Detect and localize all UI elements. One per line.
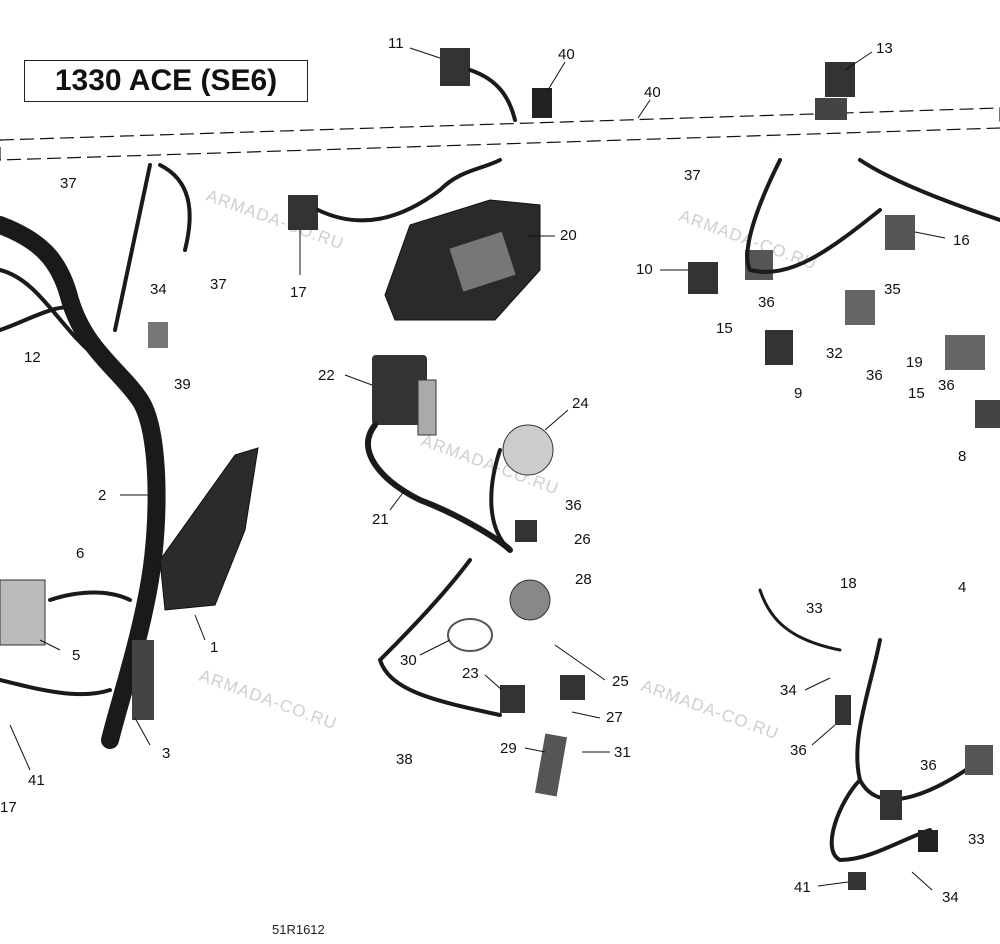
callout-6: 6 — [76, 545, 84, 562]
callout-labels: 11 40 40 13 37 20 37 10 16 17 37 34 35 1… — [0, 35, 985, 906]
callout-34: 34 — [150, 281, 167, 298]
callout-17: 17 — [0, 799, 17, 816]
callout-28: 28 — [575, 571, 592, 588]
callout-35: 35 — [884, 281, 901, 298]
callout-40: 40 — [644, 84, 661, 101]
callout-25: 25 — [612, 673, 629, 690]
callout-34: 34 — [780, 682, 797, 699]
callout-10: 10 — [636, 261, 653, 278]
callout-18: 18 — [840, 575, 857, 592]
callout-9: 9 — [794, 385, 802, 402]
harness-21 — [365, 422, 513, 717]
callout-12: 12 — [24, 349, 41, 366]
callout-8: 8 — [958, 448, 966, 465]
callout-19: 19 — [906, 354, 923, 371]
callout-40: 40 — [558, 46, 575, 63]
callout-13: 13 — [876, 40, 893, 57]
callout-36: 36 — [565, 497, 582, 514]
callout-26: 26 — [574, 531, 591, 548]
callout-15: 15 — [908, 385, 925, 402]
callout-34: 34 — [942, 889, 959, 906]
connectors — [0, 48, 1000, 890]
callout-33: 33 — [806, 600, 823, 617]
figure-code: 51R1612 — [272, 922, 325, 937]
callout-37: 37 — [60, 175, 77, 192]
sensor-24 — [502, 424, 554, 476]
callout-36: 36 — [938, 377, 955, 394]
callout-36: 36 — [758, 294, 775, 311]
callout-36: 36 — [920, 757, 937, 774]
callout-15: 15 — [716, 320, 733, 337]
frame-rail — [0, 107, 1000, 161]
callout-2: 2 — [98, 487, 106, 504]
callout-41: 41 — [794, 879, 811, 896]
callout-30: 30 — [400, 652, 417, 669]
callout-11: 11 — [388, 35, 404, 52]
callout-38: 38 — [396, 751, 413, 768]
leader-lines — [9, 47, 946, 891]
callout-1: 1 — [210, 639, 218, 656]
callout-37: 37 — [210, 276, 227, 293]
callout-5: 5 — [72, 647, 80, 664]
callout-22: 22 — [318, 367, 335, 384]
callout-39: 39 — [174, 376, 191, 393]
callout-17: 17 — [290, 284, 307, 301]
callout-16: 16 — [953, 232, 970, 249]
callout-4: 4 — [958, 579, 966, 596]
pedal-sensor — [159, 447, 259, 611]
main-harness — [0, 163, 192, 749]
callout-36: 36 — [790, 742, 807, 759]
callout-20: 20 — [560, 227, 577, 244]
callout-36: 36 — [866, 367, 883, 384]
callout-21: 21 — [372, 511, 389, 528]
model-title: 1330 ACE (SE6) — [24, 60, 308, 102]
callout-33: 33 — [968, 831, 985, 848]
callout-27: 27 — [606, 709, 623, 726]
watermark: ARMADA-CO.RU — [197, 666, 340, 734]
relay-bracket — [372, 355, 437, 436]
callout-3: 3 — [162, 745, 170, 762]
watermark: ARMADA-CO.RU — [639, 676, 782, 744]
callout-24: 24 — [572, 395, 589, 412]
callout-37: 37 — [684, 167, 701, 184]
callout-23: 23 — [462, 665, 479, 682]
callout-41: 41 — [28, 772, 45, 789]
callout-32: 32 — [826, 345, 843, 362]
callout-31: 31 — [614, 744, 631, 761]
ecm-module — [384, 199, 541, 321]
watermark: ARMADA-CO.RU — [204, 186, 347, 254]
callout-29: 29 — [500, 740, 517, 757]
